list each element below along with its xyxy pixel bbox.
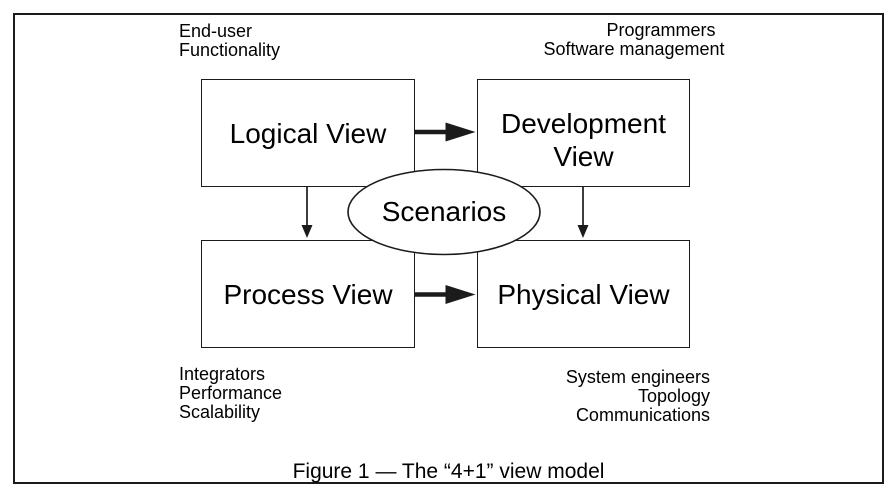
- label-programmers: Programmers: [606, 20, 716, 40]
- box-process-view-label: Process View: [223, 278, 393, 310]
- box-physical-view-label: Physical View: [497, 278, 670, 310]
- label-end-user: End-user Functionality: [179, 22, 280, 60]
- label-integrators-line2: Performance: [179, 383, 283, 403]
- box-physical-view: Physical View: [477, 240, 690, 348]
- scenarios-label: Scenarios: [381, 195, 507, 227]
- label-integrators-line3: Scalability: [179, 402, 261, 422]
- label-integrators-line1: Integrators: [179, 364, 266, 384]
- box-logical-view: Logical View: [201, 79, 415, 187]
- box-development-view-label: Development View: [501, 107, 666, 172]
- label-system-engineers: System engineers Topology Communications: [566, 368, 710, 425]
- label-end-user-line1: End-user: [179, 21, 253, 41]
- label-system-engineers-line2: Topology: [637, 386, 710, 406]
- box-logical-view-label: Logical View: [229, 117, 387, 149]
- figure-caption: Figure 1 — The “4+1” view model: [292, 460, 605, 483]
- box-process-view: Process View: [201, 240, 415, 348]
- label-integrators: Integrators Performance Scalability: [179, 365, 282, 422]
- label-end-user-line2: Functionality: [179, 40, 281, 60]
- label-system-engineers-line1: System engineers: [565, 367, 710, 387]
- label-software-management: Software management: [543, 39, 725, 59]
- label-system-engineers-line3: Communications: [575, 405, 710, 425]
